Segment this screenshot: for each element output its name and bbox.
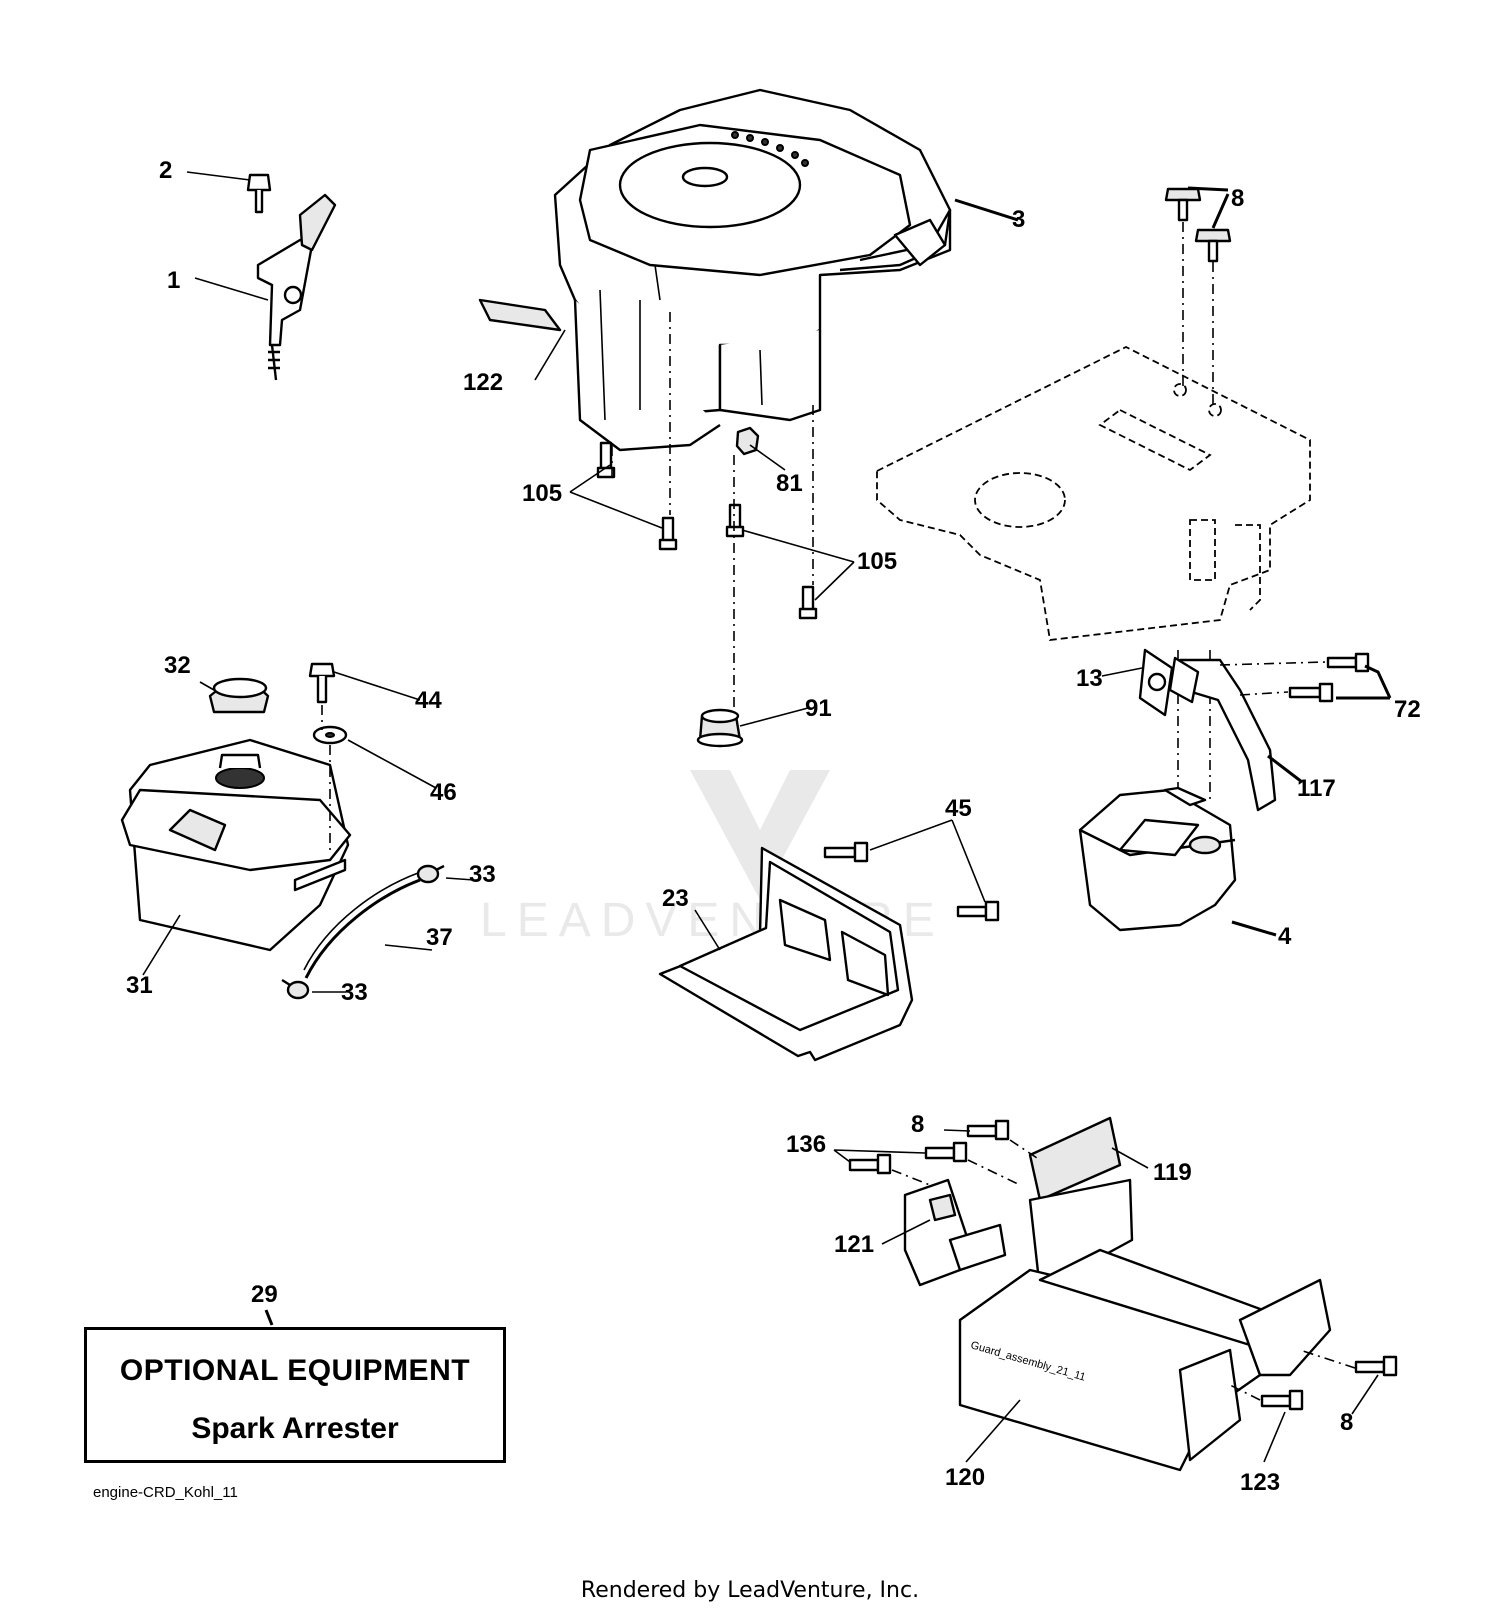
clamp-part-33-a[interactable]	[416, 864, 445, 884]
callout-29[interactable]: 29	[251, 1281, 278, 1308]
bolt-part-136-a[interactable]	[924, 1141, 968, 1163]
knob-bolt-part-8-b[interactable]	[1194, 228, 1232, 263]
callout-44[interactable]: 44	[415, 687, 442, 714]
callout-8-knob[interactable]: 8	[1231, 185, 1244, 212]
washer-part-46[interactable]	[312, 725, 348, 745]
leader-lines	[142, 171, 1392, 1463]
callout-120[interactable]: 120	[945, 1464, 985, 1491]
bolt-part-45-a[interactable]	[823, 841, 869, 863]
knob-bolt-part-8-a[interactable]	[1164, 187, 1202, 222]
optional-equipment-title: OPTIONAL EQUIPMENT	[119, 1354, 471, 1387]
screw-part-2[interactable]	[246, 173, 272, 214]
fuel-line-part-37[interactable]	[303, 872, 421, 979]
optional-equipment-item[interactable]: Spark Arrester	[191, 1412, 399, 1445]
callout-81[interactable]: 81	[776, 470, 803, 497]
bolt-part-8-guard-b[interactable]	[1354, 1355, 1398, 1377]
callout-13[interactable]: 13	[1076, 665, 1103, 692]
bolt-part-72-a[interactable]	[1326, 652, 1370, 673]
callout-72[interactable]: 72	[1394, 696, 1421, 723]
screw-part-44[interactable]	[308, 662, 336, 704]
throttle-control-part-1[interactable]	[256, 193, 337, 381]
callout-105-right[interactable]: 105	[857, 548, 897, 575]
muffler-part-4[interactable]	[1078, 786, 1237, 932]
bolt-part-105-b[interactable]	[658, 516, 678, 551]
chassis-frame	[876, 345, 1311, 641]
bolt-part-72-b[interactable]	[1288, 682, 1334, 703]
callout-105-left[interactable]: 105	[522, 480, 562, 507]
callout-45[interactable]: 45	[945, 795, 972, 822]
callout-3[interactable]: 3	[1012, 206, 1025, 233]
engine-part-3[interactable]	[478, 88, 952, 452]
bracket-part-119[interactable]	[1028, 1116, 1134, 1292]
callout-labels: 1 2 3 4 8 8 8 13 23 29 31 32 33 33 37 44…	[126, 157, 1421, 1496]
optional-equipment-box: OPTIONAL EQUIPMENT Spark Arrester	[84, 1327, 506, 1463]
callout-33-top[interactable]: 33	[469, 861, 496, 888]
callout-122[interactable]: 122	[463, 369, 503, 396]
callout-32[interactable]: 32	[164, 652, 191, 679]
callout-8-guard-right[interactable]: 8	[1340, 1409, 1353, 1436]
exhaust-pipe-part-117[interactable]	[1168, 656, 1277, 812]
centerline-guard	[891, 1139, 1356, 1401]
bracket-part-121[interactable]	[903, 1178, 1007, 1287]
centerline-72	[1219, 661, 1327, 696]
callout-46[interactable]: 46	[430, 779, 457, 806]
centerline-engine	[611, 312, 814, 712]
render-credit: Rendered by LeadVenture, Inc.	[580, 1578, 920, 1603]
callout-31[interactable]: 31	[126, 972, 153, 999]
centerline-knobs	[1177, 222, 1214, 800]
callout-1[interactable]: 1	[167, 267, 180, 294]
clamp-part-33-b[interactable]	[281, 978, 310, 1000]
nut-part-81[interactable]	[735, 426, 760, 456]
callout-2[interactable]: 2	[159, 157, 172, 184]
spacer-part-91[interactable]	[696, 708, 744, 748]
bolt-part-8-guard-a[interactable]	[966, 1119, 1010, 1141]
engine-vents	[731, 131, 809, 167]
gasket-part-13[interactable]	[1138, 648, 1174, 717]
heat-shield-part-23[interactable]	[658, 846, 914, 1062]
bolt-part-123[interactable]	[1260, 1389, 1304, 1411]
bolt-part-105-c[interactable]	[725, 503, 745, 538]
callout-4[interactable]: 4	[1278, 923, 1292, 950]
centerline-44	[321, 705, 331, 850]
bolt-part-136-b[interactable]	[848, 1153, 892, 1175]
callout-123[interactable]: 123	[1240, 1469, 1280, 1496]
callout-119[interactable]: 119	[1153, 1159, 1192, 1186]
guard-assembly-part-120[interactable]: Guard_assembly_21_11	[958, 1248, 1332, 1472]
callout-117[interactable]: 117	[1297, 775, 1336, 802]
bolt-part-45-b[interactable]	[956, 900, 1000, 922]
fuel-cap-part-32[interactable]	[208, 677, 270, 714]
callout-121[interactable]: 121	[834, 1231, 874, 1258]
bolt-part-105-d[interactable]	[798, 585, 818, 620]
fuel-tank-part-31[interactable]	[120, 738, 352, 952]
callout-37[interactable]: 37	[426, 924, 453, 951]
callout-23[interactable]: 23	[662, 885, 689, 912]
diagram-code: engine-CRD_Kohl_11	[93, 1484, 238, 1501]
callout-91[interactable]: 91	[805, 695, 832, 722]
callout-33-bottom[interactable]: 33	[341, 979, 368, 1006]
callout-8-guard-top[interactable]: 8	[911, 1111, 924, 1138]
watermark-logo-icon	[690, 770, 830, 900]
callout-136[interactable]: 136	[786, 1131, 826, 1158]
